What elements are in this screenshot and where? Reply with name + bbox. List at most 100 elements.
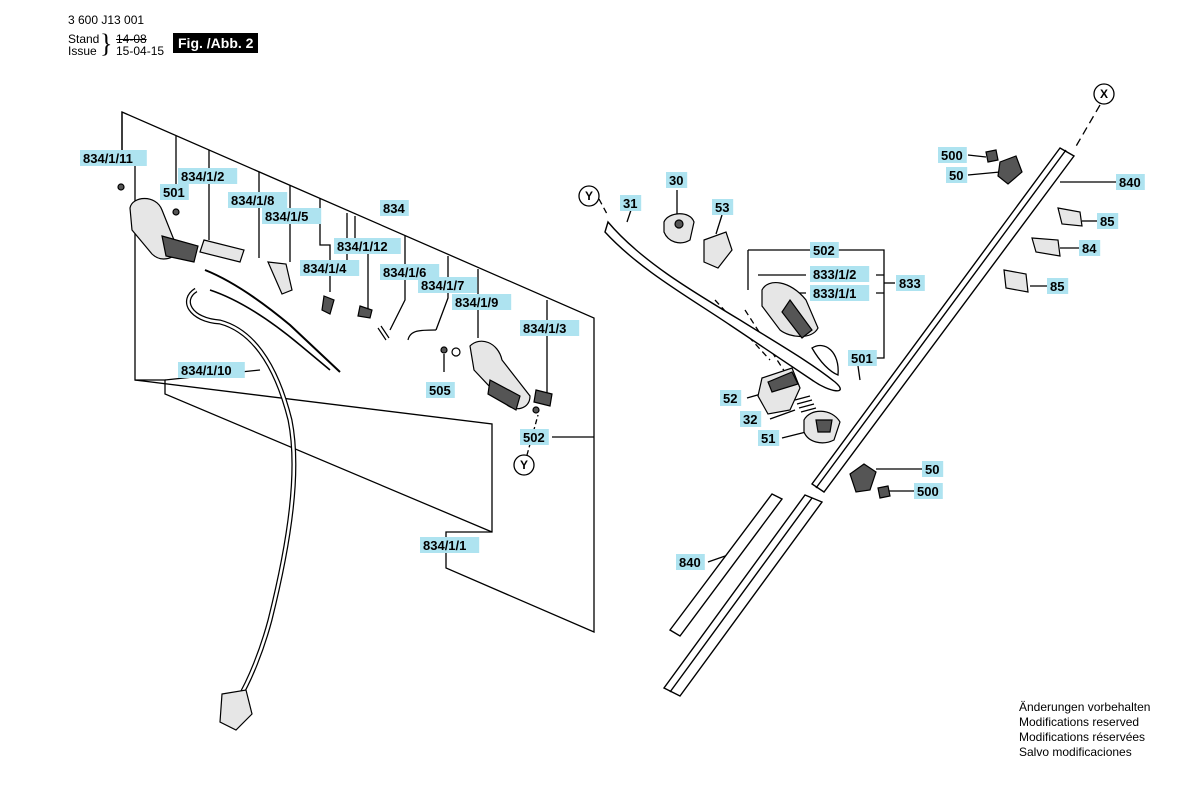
part-502-left-screw bbox=[532, 406, 540, 414]
part-32-spring bbox=[794, 395, 817, 413]
new-date: 15-04-15 bbox=[116, 44, 165, 58]
callout-x: X bbox=[1100, 87, 1108, 101]
label-text-840-top: 840 bbox=[1119, 175, 1141, 190]
label-bg-834-1-3 bbox=[520, 320, 580, 336]
label-text-53: 53 bbox=[715, 200, 729, 215]
label-bg-30 bbox=[666, 172, 688, 188]
label-text-834-1-10: 834/1/10 bbox=[181, 363, 232, 378]
callout-group bbox=[513, 83, 1115, 476]
label-bg-31 bbox=[620, 195, 642, 211]
label-text-500-bottom: 500 bbox=[917, 484, 939, 499]
label-text-834-1-12: 834/1/12 bbox=[337, 239, 388, 254]
label-text-833-1-1: 833/1/1 bbox=[813, 286, 856, 301]
part-834-1-6-spring bbox=[377, 325, 390, 341]
label-text-834-1-8: 834/1/8 bbox=[231, 193, 274, 208]
label-834-1-8: 834/1/8 bbox=[228, 192, 288, 208]
part-505-screw bbox=[440, 346, 448, 354]
label-text-834-1-7: 834/1/7 bbox=[421, 278, 464, 293]
label-500-bottom: 500 bbox=[914, 483, 943, 499]
stand-label: Stand bbox=[68, 32, 100, 46]
dashed-x bbox=[1074, 104, 1101, 149]
label-bg-834-1-2 bbox=[178, 168, 238, 184]
label-bg-85-a bbox=[1097, 213, 1119, 229]
label-501-left: 501 bbox=[160, 184, 189, 200]
issue-label: Issue bbox=[68, 44, 97, 58]
label-bg-833 bbox=[896, 275, 925, 291]
label-text-502-left: 502 bbox=[523, 430, 545, 445]
label-bg-834-1-6 bbox=[380, 264, 440, 280]
part-834-1-5-trigger bbox=[267, 261, 293, 295]
label-833: 833 bbox=[896, 275, 925, 291]
label-bg-840-bottom bbox=[676, 554, 705, 570]
part-834-1-12 bbox=[357, 305, 373, 319]
label-bg-834 bbox=[380, 200, 409, 216]
label-502-left: 502 bbox=[520, 429, 549, 445]
label-text-505: 505 bbox=[429, 383, 451, 398]
callout-y-left: Y bbox=[520, 458, 528, 472]
leader-834 bbox=[319, 198, 331, 292]
notes-block: Änderungen vorbehalten Modifications res… bbox=[1019, 700, 1150, 760]
old-date: 14-08 bbox=[116, 32, 147, 46]
label-text-834-1-11: 834/1/11 bbox=[83, 151, 133, 166]
part-505-washer bbox=[451, 347, 461, 357]
part-501-left-screw bbox=[172, 208, 180, 216]
label-834: 834 bbox=[380, 200, 409, 216]
label-834-1-5: 834/1/5 bbox=[262, 208, 322, 224]
label-text-50-top: 50 bbox=[949, 168, 963, 183]
label-bg-85-b bbox=[1047, 278, 1069, 294]
tube-840-insert bbox=[668, 493, 784, 637]
part-500-screw-bottom bbox=[877, 485, 891, 499]
callout-y-mid: Y bbox=[585, 189, 593, 203]
part-834-1-11-housing-dark bbox=[161, 235, 199, 263]
label-500-top: 500 bbox=[938, 147, 967, 163]
label-text-51: 51 bbox=[761, 431, 775, 446]
label-text-834-1-2: 834/1/2 bbox=[181, 169, 224, 184]
part-834-1-9-grip-dark bbox=[487, 379, 521, 411]
label-text-32: 32 bbox=[743, 412, 757, 427]
label-834-1-9: 834/1/9 bbox=[452, 294, 512, 310]
leader-834-1-2 bbox=[175, 136, 210, 240]
leader-501-mid bbox=[857, 365, 861, 381]
part-labels: 834/1/11834/1/2501834/1/8834/1/5834834/1… bbox=[80, 147, 1145, 570]
label-32: 32 bbox=[740, 411, 762, 427]
label-text-834-1-6: 834/1/6 bbox=[383, 265, 426, 280]
label-834-1-3: 834/1/3 bbox=[520, 320, 580, 336]
label-text-85-b: 85 bbox=[1050, 279, 1064, 294]
leader-53 bbox=[715, 214, 723, 235]
part-834-1-2-plate bbox=[199, 239, 245, 263]
label-bg-500-bottom bbox=[914, 483, 943, 499]
label-85-a: 85 bbox=[1097, 213, 1119, 229]
label-bg-833-1-1 bbox=[810, 285, 870, 301]
part-wire-harness bbox=[204, 269, 341, 373]
label-834-1-2: 834/1/2 bbox=[178, 168, 238, 184]
label-text-834-1-4: 834/1/4 bbox=[303, 261, 347, 276]
label-bg-834-1-8 bbox=[228, 192, 288, 208]
label-834-1-10: 834/1/10 bbox=[178, 362, 245, 378]
label-834-1-12: 834/1/12 bbox=[334, 238, 401, 254]
leader-51 bbox=[781, 431, 807, 439]
part-30-knob-hole bbox=[674, 219, 684, 229]
label-501-mid: 501 bbox=[848, 350, 877, 366]
label-bg-501-left bbox=[160, 184, 189, 200]
label-text-833: 833 bbox=[899, 276, 921, 291]
label-bg-834-1-4 bbox=[300, 260, 360, 276]
label-834-1-6: 834/1/6 bbox=[380, 264, 440, 280]
dashed-y-mid bbox=[598, 198, 608, 215]
label-bg-834-1-12 bbox=[334, 238, 401, 254]
handle-tube-31-end bbox=[811, 344, 839, 376]
label-bg-50-bottom bbox=[922, 461, 944, 477]
label-bg-84 bbox=[1079, 240, 1101, 256]
label-bg-53 bbox=[712, 199, 734, 215]
label-bg-834-1-7 bbox=[418, 277, 478, 293]
label-53: 53 bbox=[712, 199, 734, 215]
label-bg-51 bbox=[758, 430, 780, 446]
label-bg-834-1-10 bbox=[178, 362, 245, 378]
label-bg-502-mid bbox=[810, 242, 839, 258]
part-834-1-7-wire bbox=[407, 329, 437, 341]
label-text-834-1-9: 834/1/9 bbox=[455, 295, 498, 310]
part-500-screw-top bbox=[985, 149, 999, 163]
label-834-1-11: 834/1/11 bbox=[80, 150, 147, 166]
label-833-1-2: 833/1/2 bbox=[810, 266, 870, 282]
tube-840-upper bbox=[811, 147, 1076, 493]
